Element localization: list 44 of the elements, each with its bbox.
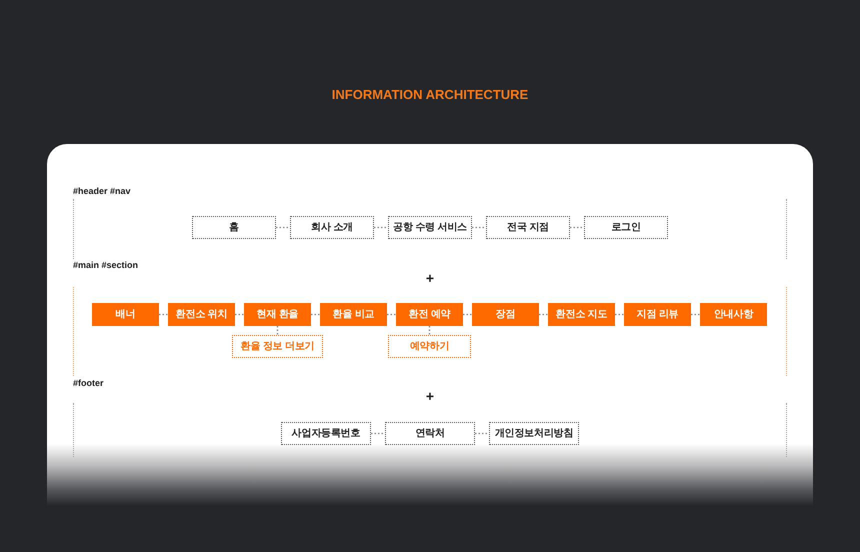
menu-item: 공항 수령 서비스: [388, 216, 472, 239]
connector-line: [387, 314, 396, 316]
connector-line: [570, 226, 584, 228]
section-menu-item: 배너: [92, 303, 159, 326]
section-region: [73, 377, 787, 457]
connector-line: [475, 432, 489, 434]
section-region: [73, 185, 787, 259]
connector-line: [276, 226, 290, 228]
menu-item: 로그인: [584, 216, 668, 239]
section-menu-item: 장점: [472, 303, 539, 326]
connector-line: [615, 314, 624, 316]
connector-line: [276, 326, 278, 335]
connector-line: [428, 326, 430, 335]
connector-line: [371, 432, 385, 434]
menu-item: 홈: [192, 216, 276, 239]
section-heading: #header #nav: [73, 185, 131, 197]
section-menu-item: 지점 리뷰: [624, 303, 691, 326]
menu-item: 전국 지점: [486, 216, 570, 239]
section-heading: #footer: [73, 377, 104, 389]
menu-item: 개인정보처리방침: [489, 422, 579, 445]
connector-line: [472, 226, 486, 228]
section-region: [73, 259, 787, 376]
menu-item: 회사 소개: [290, 216, 374, 239]
section-menu-item: 환율 비교: [320, 303, 387, 326]
connector-line: [539, 314, 548, 316]
plus-sign: +: [426, 271, 434, 285]
connector-line: [691, 314, 700, 316]
section-heading: #main #section: [73, 259, 138, 271]
section-menu-item: 환전소 지도: [548, 303, 615, 326]
connector-line: [311, 314, 320, 316]
connector-line: [463, 314, 472, 316]
section-menu-item: 현재 환율: [244, 303, 311, 326]
sub-menu-item: 환율 정보 더보기: [232, 335, 323, 358]
connector-line: [159, 314, 168, 316]
sub-menu-item: 예약하기: [388, 335, 471, 358]
section-menu-item: 환전소 위치: [168, 303, 235, 326]
plus-sign: +: [426, 389, 434, 403]
page-title: INFORMATION ARCHITECTURE: [332, 87, 528, 102]
menu-item: 사업자등록번호: [281, 422, 371, 445]
section-menu-item: 환전 예약: [396, 303, 463, 326]
connector-line: [374, 226, 388, 228]
connector-line: [235, 314, 244, 316]
section-menu-item: 안내사항: [700, 303, 767, 326]
menu-item: 연락처: [385, 422, 475, 445]
